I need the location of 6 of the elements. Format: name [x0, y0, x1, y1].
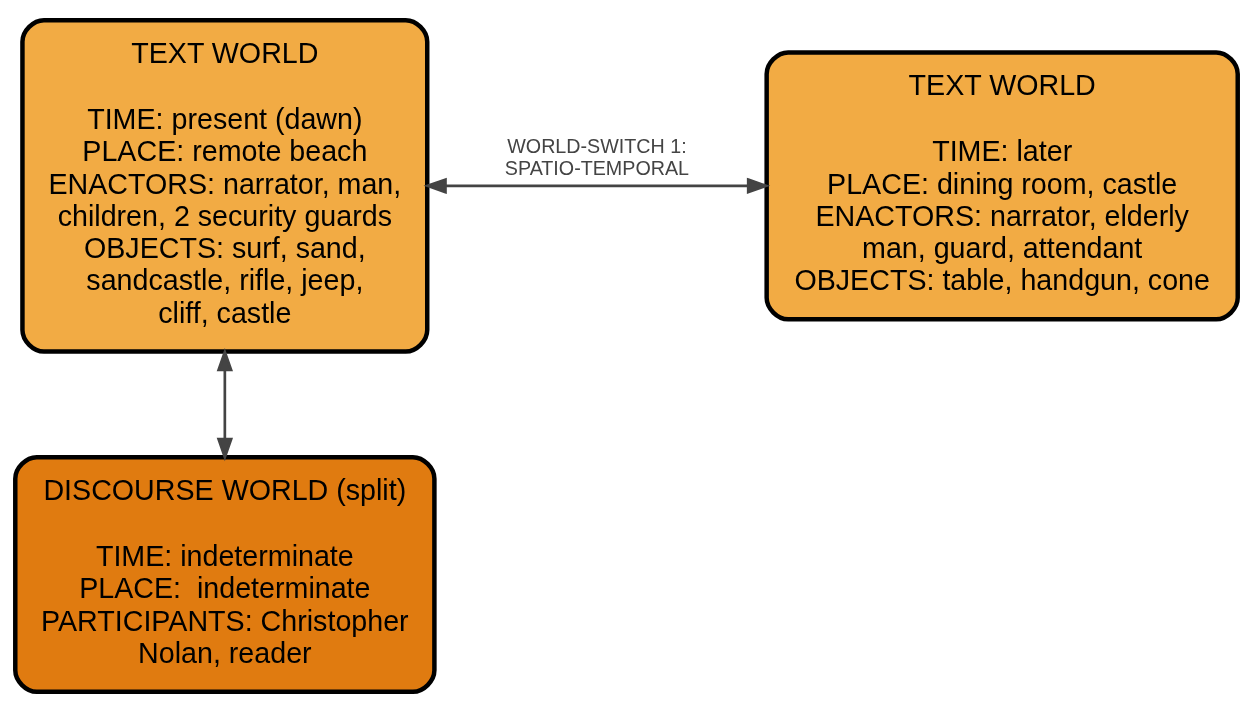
arrow	[423, 177, 771, 194]
edge-label: WORLD-SWITCH 1: SPATIO-TEMPORAL	[504, 134, 690, 179]
node-box: TEXT WORLD TIME: present (dawn) PLACE: remote beach ENACTORS: narrator, man, children, 2 security guards OBJECTS: surf, sand, sandcastle, rifle, jeep, cliff, castle	[20, 17, 430, 354]
node-box: DISCOURSE WORLD (split) TIME: indeterminate PLACE: indeterminate PARTICIPANTS: Christopher Nolan, reader	[13, 454, 437, 694]
node-box: TEXT WORLD TIME: later PLACE: dining room, castle ENACTORS: narrator, elderly man, guard, attendant OBJECTS: table, handgun, cone	[764, 49, 1240, 321]
arrow	[216, 347, 233, 461]
